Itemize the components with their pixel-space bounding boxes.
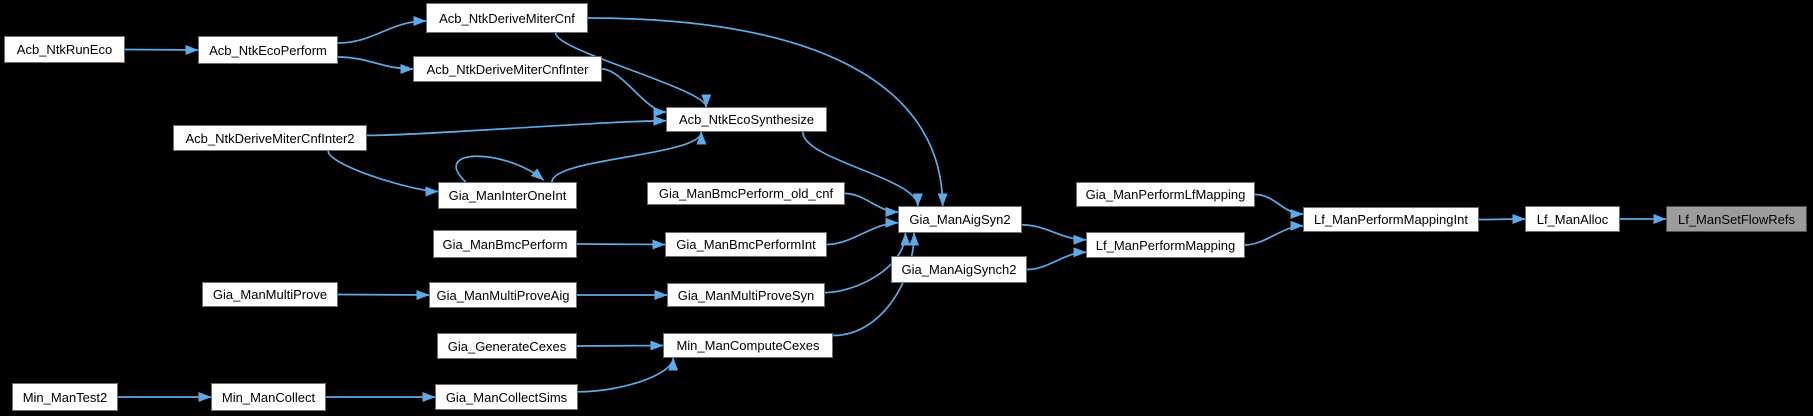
call-edge-runEco-to-ecoPerform xyxy=(124,44,199,55)
call-edge-lfPerformMappingInt-to-lfAlloc xyxy=(1478,214,1526,225)
call-edge-aigSyn2-to-lfPerformMapping xyxy=(1021,224,1087,245)
graph-node-Acb_NtkRunEco[interactable]: Acb_NtkRunEco xyxy=(4,36,125,63)
call-edge-ecoPerform-to-miterCnf xyxy=(337,16,427,44)
call-edge-lfPerformMapping-to-lfPerformMappingInt xyxy=(1244,220,1304,246)
graph-node-Acb_NtkDeriveMiterCnfInter2[interactable]: Acb_NtkDeriveMiterCnfInter2 xyxy=(173,125,367,151)
call-edge-collectSims-to-computeCexes xyxy=(577,357,679,393)
graph-node-Gia_ManPerformLfMapping[interactable]: Gia_ManPerformLfMapping xyxy=(1076,182,1255,207)
graph-node-Min_ManComputeCexes[interactable]: Min_ManComputeCexes xyxy=(663,333,833,358)
call-edge-computeCexes-to-aigSyn2 xyxy=(832,232,920,337)
call-edge-miterCnf-to-ecoSynth xyxy=(554,32,712,108)
graph-node-Lf_ManPerformMapping[interactable]: Lf_ManPerformMapping xyxy=(1086,232,1245,258)
graph-node-Gia_ManAigSyn2[interactable]: Gia_ManAigSyn2 xyxy=(898,206,1022,233)
graph-node-Gia_ManBmcPerform[interactable]: Gia_ManBmcPerform xyxy=(433,230,577,258)
call-edge-ecoSynth-to-aigSyn2 xyxy=(802,131,923,207)
call-edge-ecoPerform-to-miterCnfInter xyxy=(337,56,414,74)
call-edge-multiProveSyn-to-aigSyn2 xyxy=(824,232,911,294)
call-edge-miterCnfInter-to-ecoSynth xyxy=(601,68,667,117)
call-edge-miterCnfInter2-to-interOneInt xyxy=(327,150,439,197)
call-edge-miterCnfInter2-to-ecoSynth xyxy=(366,115,667,137)
call-edge-genCexes-to-computeCexes xyxy=(576,340,664,351)
graph-node-Gia_ManMultiProveSyn[interactable]: Gia_ManMultiProveSyn xyxy=(667,283,825,307)
call-edge-bmcPerformInt-to-aigSyn2 xyxy=(826,217,899,246)
graph-node-Gia_ManBmcPerformInt[interactable]: Gia_ManBmcPerformInt xyxy=(665,232,827,257)
graph-node-Gia_ManMultiProveAig[interactable]: Gia_ManMultiProveAig xyxy=(429,282,577,308)
call-edge-bmcPerform-to-bmcPerformInt xyxy=(576,239,666,250)
graph-node-Acb_NtkDeriveMiterCnf[interactable]: Acb_NtkDeriveMiterCnf xyxy=(426,3,588,33)
graph-node-Min_ManCollect[interactable]: Min_ManCollect xyxy=(211,383,326,411)
graph-node-Lf_ManAlloc[interactable]: Lf_ManAlloc xyxy=(1525,206,1620,232)
graph-node-Min_ManTest2[interactable]: Min_ManTest2 xyxy=(12,383,118,411)
graph-node-Gia_ManMultiProve[interactable]: Gia_ManMultiProve xyxy=(202,282,338,307)
call-edge-aigSynch2-to-lfPerformMapping xyxy=(1026,247,1087,271)
graph-node-Gia_ManInterOneInt[interactable]: Gia_ManInterOneInt xyxy=(438,182,577,209)
call-edge-performLfMapping-to-lfPerformMappingInt xyxy=(1254,193,1304,219)
graph-node-Acb_NtkEcoPerform[interactable]: Acb_NtkEcoPerform xyxy=(198,36,338,64)
call-edge-interOneInt-to-ecoSynth xyxy=(551,131,707,183)
edge-paths xyxy=(118,16,1667,402)
call-edge-bmcOldCnf-to-aigSyn2 xyxy=(844,192,899,217)
graph-node-Gia_ManCollectSims[interactable]: Gia_ManCollectSims xyxy=(435,384,578,410)
graph-node-Lf_ManSetFlowRefs: Lf_ManSetFlowRefs xyxy=(1666,206,1807,232)
call-edge-miterCnf-to-aigSyn2 xyxy=(587,17,948,207)
graph-node-Lf_ManPerformMappingInt[interactable]: Lf_ManPerformMappingInt xyxy=(1303,207,1479,232)
graph-node-Acb_NtkEcoSynthesize[interactable]: Acb_NtkEcoSynthesize xyxy=(666,107,827,132)
call-edge-multiProve-to-multiProveAig xyxy=(337,289,430,300)
graph-node-Gia_GenerateCexes[interactable]: Gia_GenerateCexes xyxy=(437,333,577,359)
graph-node-Acb_NtkDeriveMiterCnfInter[interactable]: Acb_NtkDeriveMiterCnfInter xyxy=(413,56,602,82)
graph-node-Gia_ManBmcPerform_old_cnf[interactable]: Gia_ManBmcPerform_old_cnf xyxy=(647,182,845,205)
call-edge-interOneInt-to-interOneInt xyxy=(455,155,545,183)
graph-node-Gia_ManAigSynch2[interactable]: Gia_ManAigSynch2 xyxy=(891,256,1027,283)
